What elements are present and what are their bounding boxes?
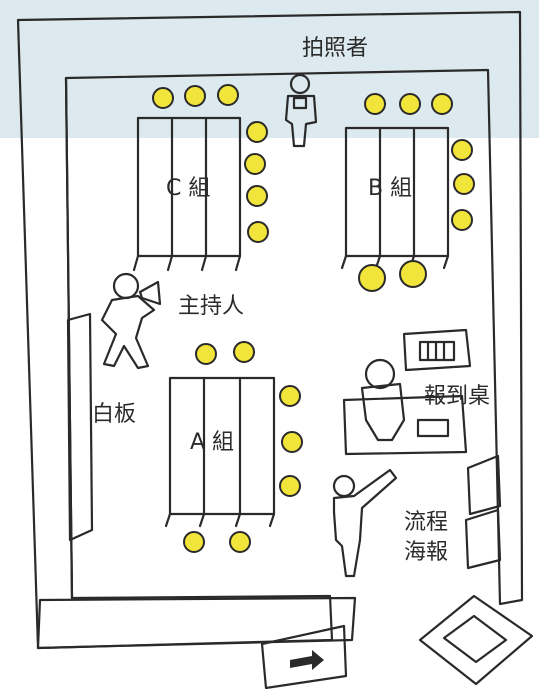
seat: [399, 93, 421, 115]
checkin-desk-upper: [402, 328, 472, 372]
seat: [281, 431, 303, 453]
arrow-right-icon: [290, 650, 324, 670]
seat: [217, 84, 239, 106]
seat: [364, 93, 386, 115]
label-group-c: C 組: [166, 176, 211, 201]
whiteboard-shape: [66, 312, 94, 542]
seat: [451, 139, 473, 161]
label-flow-poster-line2: 海報: [404, 540, 449, 565]
seat: [229, 531, 251, 553]
table-group-b: [340, 126, 450, 270]
checkin-desk: [342, 358, 468, 456]
seat: [358, 264, 386, 292]
seat: [431, 93, 453, 115]
label-checkin-desk: 報到桌: [424, 384, 491, 409]
bottom-wall: [36, 596, 357, 650]
host-figure: [100, 272, 162, 370]
photographer-figure: [284, 73, 318, 148]
seat: [453, 173, 475, 195]
table-group-c: [132, 116, 242, 272]
seat: [244, 153, 266, 175]
staff-figure: [364, 358, 396, 390]
label-flow-poster-line1: 流程: [404, 510, 449, 535]
seat: [451, 209, 473, 231]
flow-posters: [464, 454, 502, 570]
megaphone-icon: [138, 280, 162, 306]
label-group-b: B 組: [368, 176, 413, 201]
label-host: 主持人: [178, 294, 245, 319]
seat: [399, 260, 427, 288]
camera-icon: [292, 96, 308, 110]
seat: [246, 121, 268, 143]
seat: [184, 85, 206, 107]
exit-sign: [260, 624, 348, 690]
seat: [183, 531, 205, 553]
seat: [152, 87, 174, 109]
table-group-a: [164, 376, 276, 528]
label-whiteboard: 白板: [92, 402, 137, 427]
seats: [152, 84, 475, 553]
label-group-a: A 組: [190, 430, 235, 455]
seat: [279, 475, 301, 497]
seat: [247, 221, 269, 243]
seat: [195, 343, 217, 365]
header-banner: [0, 0, 539, 138]
guide-figure: [332, 468, 398, 578]
sign-icon: [442, 614, 508, 664]
label-photographer: 拍照者: [302, 36, 369, 61]
seat: [279, 385, 301, 407]
seat: [246, 185, 268, 207]
door-sign: [418, 594, 534, 686]
seat: [233, 341, 255, 363]
